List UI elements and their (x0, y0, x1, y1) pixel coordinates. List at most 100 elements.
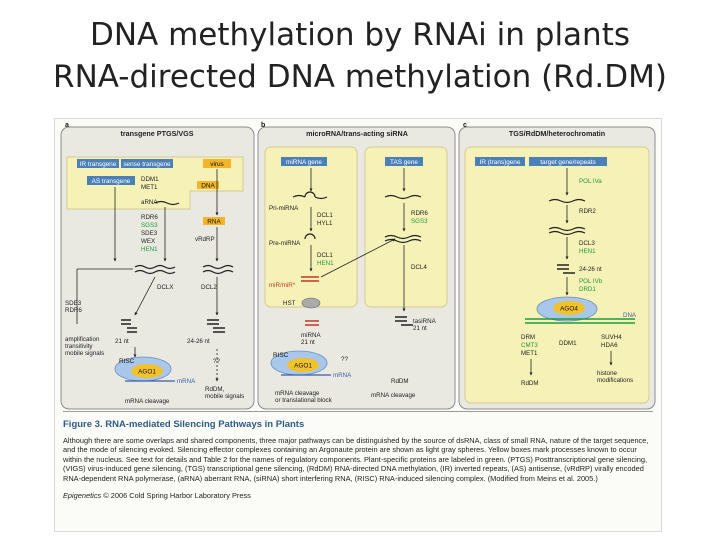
pathway-diagram: a transgene PTGS/VGS IR transgene sense … (60, 122, 656, 410)
tas-gene-box (385, 157, 423, 166)
hst-label: HST (283, 300, 296, 307)
hst-export (301, 297, 321, 309)
mrna-cleavage-b: mRNA cleavage (371, 392, 416, 399)
slide-title: DNA methylation by RNAi in plants RNA-di… (0, 14, 720, 98)
ir-transgene-label: IR transgene (80, 161, 117, 168)
dna-c-label: DNA (623, 312, 637, 319)
ago1-b-label: AGO1 (294, 363, 312, 370)
panel-c-header: TGS/RdDM/heterochromatin (509, 129, 605, 138)
dna-label: DNA (201, 183, 215, 190)
panel-c: c TGS/RdDM/heterochromatin IR (trans)gen… (458, 122, 656, 410)
credit-rest: © 2006 Cold Spring Harbor Laboratory Pre… (101, 491, 251, 501)
caption-rule (63, 411, 653, 412)
vrdrp-label: vRdRP (195, 236, 215, 243)
panel-b-letter: b (261, 122, 265, 129)
caption-body: Although there are some overlaps and sha… (63, 436, 649, 483)
panel-b-nucleus-right (364, 146, 448, 308)
pre-mirna-label: Pre-miRNA (269, 240, 301, 247)
risc-a-label: RISC (119, 358, 135, 365)
sgs3-label: SGS3 (141, 222, 158, 229)
ir-trans-gene-box (475, 157, 525, 166)
nt2426-label: 24-26 nt (187, 338, 210, 345)
rddm-c-label: RdDM (521, 380, 539, 387)
sde3-label: SDE3 (141, 230, 158, 237)
ir-trans-gene-label: IR (trans)gene (480, 159, 521, 166)
drd1-label: DRD1 (579, 286, 596, 293)
dclx-label: DCLX (157, 284, 174, 291)
nt2426-c-label: 24-26 nt (579, 266, 602, 273)
drm-label: DRM (521, 334, 535, 341)
slide-title-line2: RNA-directed DNA methylation (Rd.DM) (53, 59, 667, 95)
hda6-label: HDA6 (601, 342, 618, 349)
rddm-b-label: RdDM (391, 378, 409, 385)
ago4 (553, 301, 585, 315)
tas-gene-label: TAS gene (390, 159, 418, 166)
credit-journal: Epigenetics (63, 491, 102, 501)
wex-label: WEX (141, 238, 155, 245)
ir-transgene-box (77, 159, 119, 168)
as-transgene-label: AS transgene (92, 178, 131, 185)
dcl3-label: DCL3 (579, 240, 595, 247)
sgs3-b-label: SGS3 (411, 218, 428, 225)
mrna-a-label: mRNA (177, 378, 196, 385)
rna-label: RNA (207, 219, 221, 226)
dcl4-label: DCL4 (411, 264, 427, 271)
dcl1-label: DCL1 (317, 212, 333, 219)
sense-transgene-box (121, 159, 173, 168)
ago1-b (287, 358, 319, 372)
risc-b-label: RISC (273, 352, 289, 359)
qq-b: ?? (341, 356, 348, 363)
dcl1b-label: DCL1 (317, 252, 333, 259)
panel-b-header: microRNA/trans-acting siRNA (306, 129, 408, 138)
rdr6-label: RDR6 (141, 214, 158, 221)
cmt3-label: CMT3 (521, 342, 538, 349)
panel-a: a transgene PTGS/VGS IR transgene sense … (60, 122, 255, 410)
virus-label: virus (210, 161, 224, 168)
target-gene-label: target gene/repeats (540, 159, 595, 166)
mirna-gene-box (281, 157, 327, 166)
mrna-b-label: mRNA (333, 372, 352, 379)
slide-title-line1: DNA methylation by RNAi in plants (89, 17, 631, 53)
panel-c-nucleus (464, 146, 650, 404)
arna-label: aRNA (141, 199, 158, 206)
rdr6-b-label: RDR6 (411, 210, 428, 217)
rna-box (203, 217, 225, 225)
ago1-a-label: AGO1 (138, 369, 156, 376)
virus-box (203, 159, 231, 168)
ddm1-c-label: DDM1 (559, 340, 577, 347)
target-gene-box (529, 157, 607, 166)
pri-mirna-label: Pri-miRNA (269, 205, 299, 212)
caption-credit: Epigenetics © 2006 Cold Spring Harbor La… (63, 491, 653, 500)
suvh4-label: SUVH4 (601, 334, 622, 341)
mirna-gene-label: miRNA gene (286, 159, 322, 166)
caption-title: Figure 3. RNA-mediated Silencing Pathway… (63, 419, 305, 430)
met1-label: MET1 (141, 184, 158, 191)
panel-b: b microRNA/trans-acting siRNA miRNA gene… (257, 122, 456, 410)
panel-a-letter: a (65, 122, 69, 129)
panel-a-header: transgene PTGS/VGS (120, 129, 193, 138)
mrna-cleavage-a: mRNA cleavage (125, 398, 170, 405)
pol-iva-label: POL IVa (579, 178, 602, 185)
rdr2-label: RDR2 (579, 208, 596, 215)
dcl2-label: DCL2 (201, 284, 217, 291)
hen1-b-label: HEN1 (317, 260, 334, 267)
met1-c-label: MET1 (521, 350, 538, 357)
sense-transgene-label: sense transgene (123, 161, 171, 168)
dna-box (197, 181, 219, 189)
panel-c-letter: c (463, 122, 467, 129)
rddm-mobile-label: RdDM,mobile signals (205, 386, 244, 400)
panel-a-nucleus (66, 156, 244, 210)
ddm1-label: DDM1 (141, 176, 159, 183)
hyl1-label: HYL1 (317, 220, 333, 227)
hen1-c-label: HEN1 (579, 248, 596, 255)
as-transgene-box (87, 176, 135, 185)
mir-label: miR/miR* (269, 282, 296, 289)
ago1-a (131, 364, 163, 378)
ago4-label: AGO4 (560, 306, 578, 313)
pol-ivb-label: POL IVb (579, 278, 603, 285)
